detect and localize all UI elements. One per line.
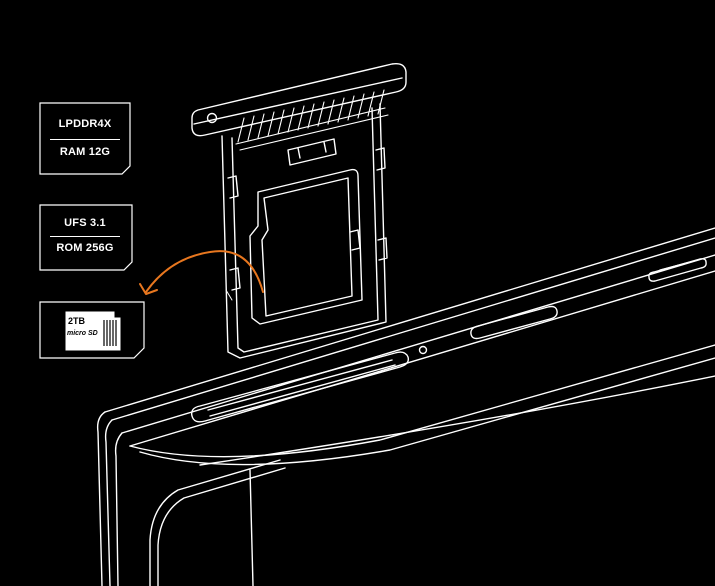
ram-capacity-label: RAM 12G (59, 146, 111, 158)
microsd-card-icon (65, 311, 121, 351)
storage-type-label: UFS 3.1 (64, 217, 106, 229)
rom-capacity-label: ROM 256G (56, 242, 114, 254)
sim-tray (191, 62, 407, 359)
microsd-box (39, 301, 145, 359)
top-speaker-grille (418, 258, 707, 355)
phone-body (96, 227, 715, 586)
memory-spec-box: LPDDR4X RAM 12G (40, 103, 130, 174)
memory-spec-frame (39, 102, 131, 175)
sim-slot (190, 351, 410, 423)
storage-divider (50, 236, 120, 237)
storage-spec-box: UFS 3.1 ROM 256G (40, 205, 130, 270)
curved-arrow-icon (139, 250, 264, 295)
microsd-capacity-label: 2TB (68, 316, 86, 326)
memory-type-label: LPDDR4X (58, 118, 112, 130)
microsd-logo-label: micro SD (67, 330, 98, 337)
memory-divider (50, 139, 120, 140)
storage-spec-frame (39, 204, 133, 271)
